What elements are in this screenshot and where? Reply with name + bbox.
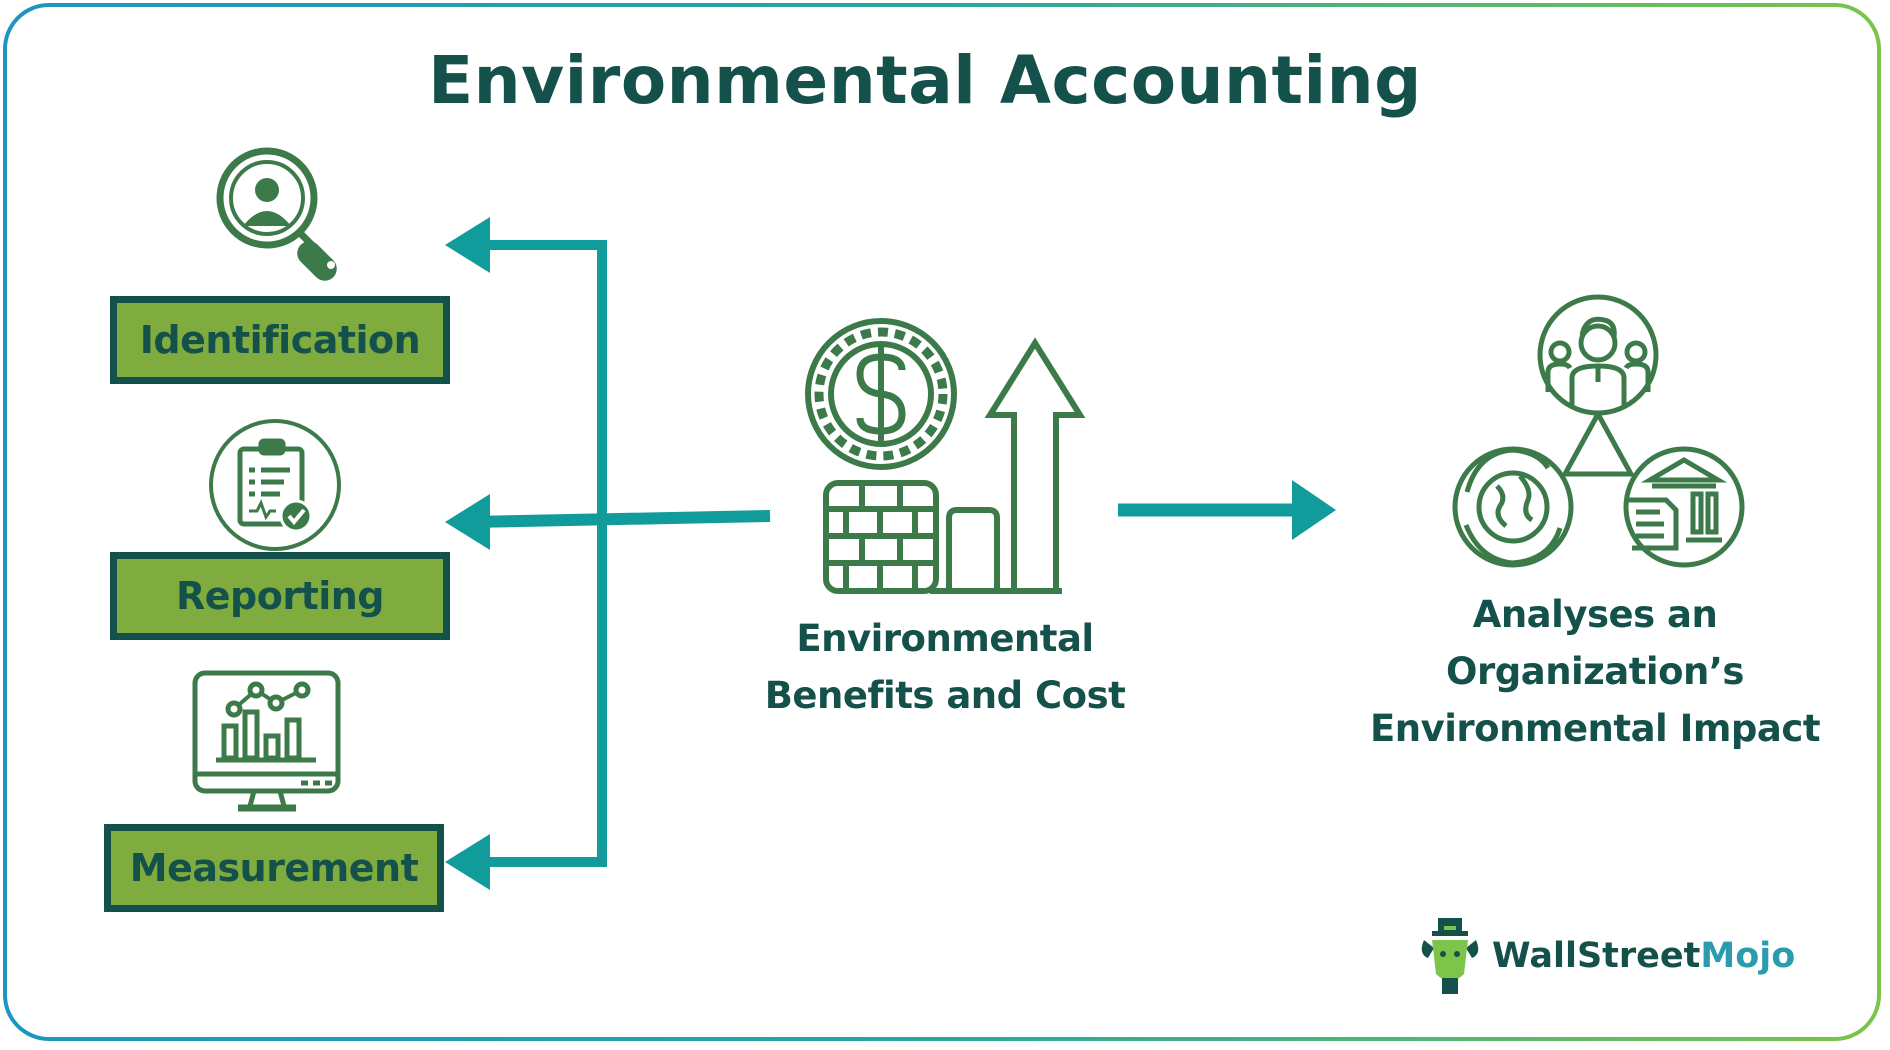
benefits-cost-line-1: Environmental bbox=[796, 617, 1094, 660]
coin-wallet-growth-icon bbox=[805, 318, 1086, 594]
arrowhead-reporting bbox=[445, 494, 490, 550]
identification-label: Identification bbox=[110, 296, 450, 384]
clipboard-checklist-icon bbox=[209, 419, 341, 551]
connector-arrows bbox=[445, 217, 1336, 890]
brand-name: WallStreetMojo bbox=[1492, 936, 1795, 976]
benefits-cost-line-2: Benefits and Cost bbox=[764, 674, 1126, 717]
measurement-label: Measurement bbox=[104, 824, 444, 912]
brand-name-part1: WallStreet bbox=[1492, 936, 1701, 976]
brand-logo bbox=[1421, 918, 1479, 994]
center-to-left-line bbox=[469, 510, 771, 528]
magnifier-person-icon bbox=[216, 147, 337, 281]
diagram-title: Environmental Accounting bbox=[428, 42, 1422, 119]
arrowhead-measurement bbox=[445, 834, 490, 890]
arrowhead-identification bbox=[445, 217, 490, 273]
benefits-cost-caption: Environmental Benefits and Cost bbox=[745, 610, 1145, 724]
impact-line-2: Organization’s bbox=[1446, 650, 1744, 693]
monitor-chart-icon bbox=[192, 670, 341, 812]
brand-watermark: WallStreetMojo bbox=[1418, 918, 1795, 994]
impact-caption: Analyses an Organization’s Environmental… bbox=[1355, 586, 1835, 757]
impact-line-1: Analyses an bbox=[1472, 593, 1718, 636]
impact-line-3: Environmental Impact bbox=[1369, 707, 1821, 750]
bracket-line bbox=[470, 240, 607, 867]
people-earth-bank-triangle-icon bbox=[1452, 294, 1745, 568]
brand-name-part2: Mojo bbox=[1700, 936, 1796, 976]
reporting-label: Reporting bbox=[110, 552, 450, 640]
arrowhead-impact bbox=[1292, 480, 1336, 540]
